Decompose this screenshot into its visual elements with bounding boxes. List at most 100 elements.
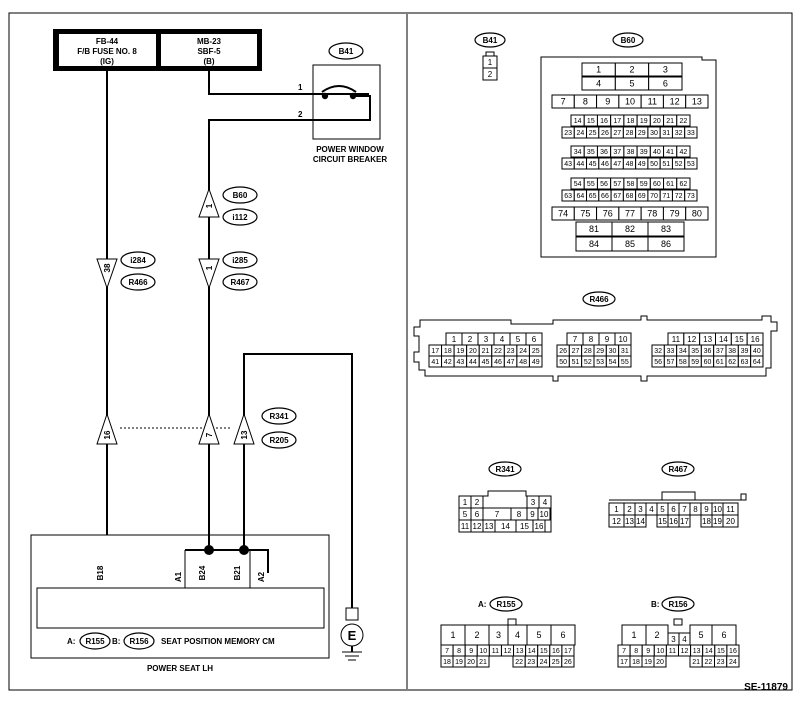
pin-number: 7 [561,97,566,107]
pin-number: 22 [704,659,712,666]
diagram-id: SE-11879 [744,682,788,693]
pin-number: 47 [507,359,515,366]
pin-number: 3 [663,65,668,75]
pin-number: 31 [662,130,670,137]
pin-number: 12 [473,522,482,531]
pin-number: 17 [620,659,628,666]
pin-number: 18 [443,659,451,666]
pin-cell [684,157,698,170]
pin-number: 25 [552,659,560,666]
fuse-left-line1: FB-44 [96,37,119,46]
pin-number: 14 [636,517,645,526]
pin-number: 61 [666,181,674,188]
pin-number: 10 [479,648,487,655]
pin-cell [678,514,691,528]
pin-number: 55 [621,359,629,366]
pin-number: 2 [654,630,659,640]
pin-number: 9 [469,648,473,655]
pin-number: 24 [519,348,527,355]
pin-number: 6 [475,510,480,519]
pin-number: 64 [577,193,585,200]
pin-number: 13 [693,648,701,655]
pin-number: 58 [679,359,687,366]
pin-number: 6 [663,79,668,89]
pin-cell [750,355,764,368]
pin-number: 20 [656,659,664,666]
svg-text:R467: R467 [668,465,688,474]
conn-lower-13-symbol: 13 [233,412,255,445]
pin-number: 22 [515,659,523,666]
svg-text:R466: R466 [128,278,148,287]
svg-text:R341: R341 [269,412,289,421]
seat-memory-cm: B18 A1 B24 B21 A2 A: R155 B: R156 SEAT P… [30,534,330,673]
cm-label-a: A: [67,637,75,646]
ground-label: E [348,628,357,643]
fuse-right-line2: SBF-5 [197,47,221,56]
fuse-right-line3: (B) [203,57,214,66]
pin-number: 43 [456,359,464,366]
tag-b60: B60 [222,186,258,204]
pin-number: 8 [634,648,638,655]
pin-number: 1 [631,630,636,640]
pin-cell [648,76,683,91]
pin-number: 63 [564,193,572,200]
pin-number: 6 [532,335,537,344]
pin-number: 49 [638,161,646,168]
pin-number: 6 [560,630,565,640]
svg-text:R467: R467 [230,278,250,287]
pin-number: 28 [626,130,634,137]
pin-number: 11 [492,648,499,655]
pin-number: 1 [452,335,457,344]
pin-number: 8 [517,510,522,519]
pin-cell [685,206,709,221]
pin-number: 19 [713,517,722,526]
fuse-box: FB-44 F/B FUSE NO. 8 (IG) MB-23 SBF-5 (B… [53,29,262,71]
pin-number: 38 [627,149,635,156]
pin-number: 1 [463,498,468,507]
pin-number: 9 [646,648,650,655]
pin-number: 37 [613,149,621,156]
breaker-pin-2: 2 [298,110,303,119]
pin-number: 44 [469,359,477,366]
pin-number: 21 [692,659,700,666]
cm-tag-r155: R155 [85,637,105,646]
fuse-right-line1: MB-23 [197,37,222,46]
svg-text:i284: i284 [130,256,146,265]
pin-number: 80 [692,209,702,219]
pin-number: 57 [613,181,621,188]
svg-text:B41: B41 [483,36,498,45]
tag-i285: i285 [222,251,258,269]
pin-number: 13 [692,97,702,107]
pin-number: 16 [729,648,737,655]
pin-number: 41 [666,149,674,156]
pin-number: 14 [574,118,582,125]
pin-number: 34 [679,348,687,355]
pin-number: 12 [687,335,696,344]
pin-number: 56 [600,181,608,188]
pin-number: 20 [726,517,735,526]
pin-number: 32 [675,130,683,137]
pin-number: 19 [640,118,648,125]
pin-number: 13 [516,648,524,655]
pin-number: 46 [494,359,502,366]
pin-cell [476,655,490,668]
pin-number: 3 [531,498,536,507]
pin-number: 14 [528,648,536,655]
pin-number: 13 [625,517,634,526]
tag-r205: R205 [261,431,297,449]
pin-number: 67 [613,193,621,200]
pin-number: 62 [679,181,687,188]
pin-cell [726,655,740,668]
pin-number: 6 [671,505,676,514]
cm-tag-r156: R156 [129,637,149,646]
pin-number: 35 [587,149,595,156]
pin-number: 4 [596,79,601,89]
pin-number: 34 [574,149,582,156]
pin-number: 7 [622,648,626,655]
pin-number: 84 [589,239,599,249]
svg-text:16: 16 [103,430,112,439]
pin-number: 45 [482,359,490,366]
pin-number: 18 [444,348,452,355]
pin-number: 39 [640,149,648,156]
